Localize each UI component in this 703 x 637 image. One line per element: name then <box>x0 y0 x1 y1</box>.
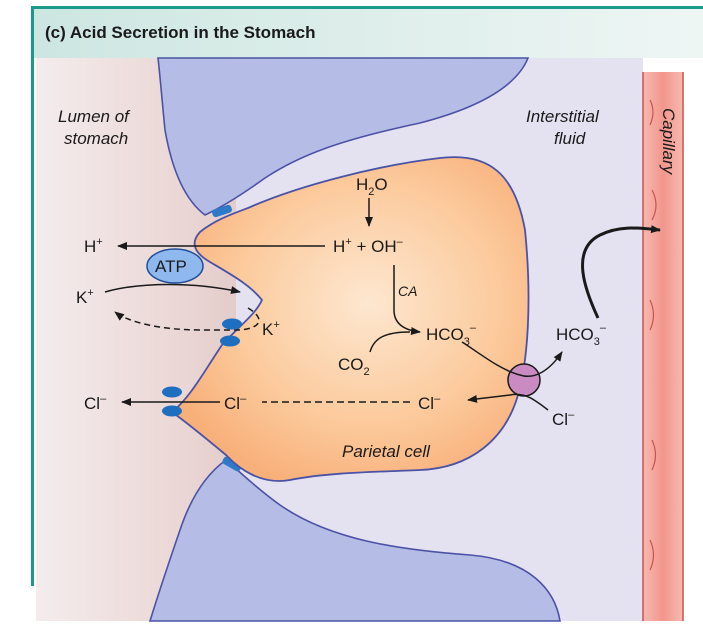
neighbor-cell-top <box>157 57 530 216</box>
interstitial-label-line1: Interstitial <box>526 107 600 126</box>
cl-channel-bottom-icon <box>162 405 182 417</box>
capillary-wall <box>643 72 683 621</box>
figure-title: (c) Acid Secretion in the Stomach <box>45 23 315 42</box>
k-plus-lumen-label: K+ <box>76 287 94 307</box>
neighbor-cell-bottom <box>148 458 561 622</box>
cl-channel-top-icon <box>162 386 182 398</box>
bicarbonate-to-capillary-arrow <box>581 225 661 319</box>
bicarbonate-interstitial-label: HCO3– <box>556 322 607 348</box>
chloride-bicarbonate-antiporter-icon <box>507 363 541 397</box>
k-plus-uptake-arrow <box>104 283 241 294</box>
chloride-channel-label: Cl– <box>224 393 247 413</box>
h-plus-lumen-label: H+ <box>84 236 103 256</box>
k-channel-top-icon <box>222 318 242 330</box>
neighbor-cells <box>148 57 561 622</box>
carbonic-anhydrase-label: CA <box>398 283 417 299</box>
parietal-cell <box>170 156 530 482</box>
lumen-label-line2: stomach <box>64 129 128 148</box>
bicarbonate-cell-label: HCO3– <box>426 322 477 348</box>
chloride-lumen-label: Cl– <box>84 393 107 413</box>
atp-pump-icon <box>146 248 204 284</box>
atp-label: ATP <box>155 257 187 276</box>
oh-to-bicarbonate-arrow <box>393 265 421 335</box>
header-background <box>31 6 703 58</box>
chloride-interstitial-label: Cl– <box>552 409 575 429</box>
tight-junction-bottom <box>222 456 242 472</box>
header-top-rule <box>31 6 703 9</box>
co2-label: CO2 <box>338 355 370 378</box>
capillary-label: Capillary <box>659 108 678 176</box>
co2-to-bicarbonate-curve <box>369 331 411 353</box>
interstitial-label-line2: fluid <box>554 129 586 148</box>
capillary: Capillary <box>642 72 684 621</box>
chloride-import-arrow <box>467 393 549 411</box>
lumen-label-line1: Lumen of <box>58 107 131 126</box>
water-label: H2O <box>356 175 388 198</box>
header-side-rule <box>31 6 34 586</box>
bicarbonate-export-arrow <box>461 341 563 377</box>
parietal-cell-label: Parietal cell <box>342 442 431 461</box>
chloride-cell-label: Cl– <box>418 393 441 413</box>
h-oh-label: H+ + OH– <box>333 236 404 256</box>
tight-junction-top <box>212 204 232 218</box>
k-plus-cell-label: K+ <box>262 319 280 339</box>
k-channel-bottom-icon <box>220 335 240 347</box>
k-plus-leak-arrow <box>114 307 260 331</box>
